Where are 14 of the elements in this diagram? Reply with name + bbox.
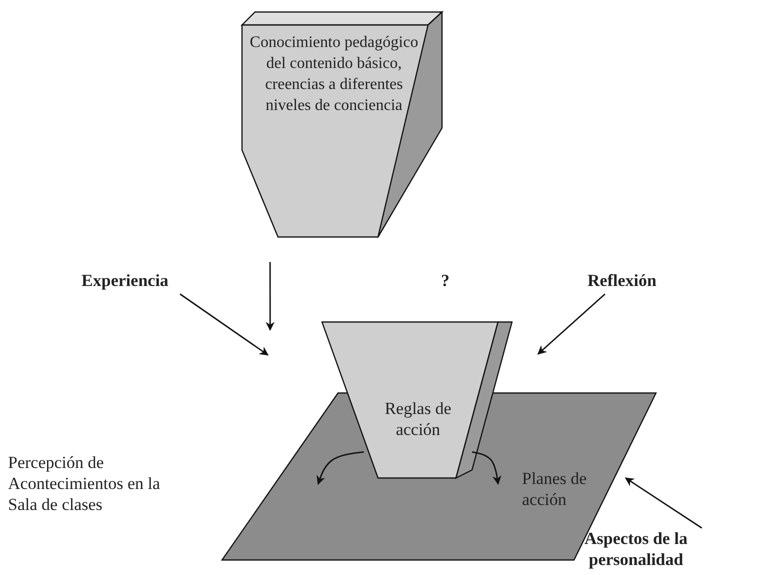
block-label: Conocimiento pedagógico del contenido básico, creencias a diferentes niveles de conciencia <box>248 33 420 116</box>
curved-arrow <box>472 451 502 485</box>
text-label: Percepción de Acontecimientos en la Sala de clases <box>8 452 162 515</box>
text-label: ? <box>441 270 450 291</box>
text-label: Reflexión <box>586 270 658 291</box>
arrow <box>266 262 275 331</box>
arrow <box>537 293 606 355</box>
block-label: Reglas de acción <box>384 398 452 440</box>
text-label: Experiencia <box>80 270 170 291</box>
arrow <box>624 477 702 529</box>
text-label: Planes de acción <box>522 468 588 510</box>
text-label: Aspectos de la personalidad <box>584 528 688 570</box>
arrow <box>180 293 269 356</box>
curved-arrow <box>316 451 364 485</box>
